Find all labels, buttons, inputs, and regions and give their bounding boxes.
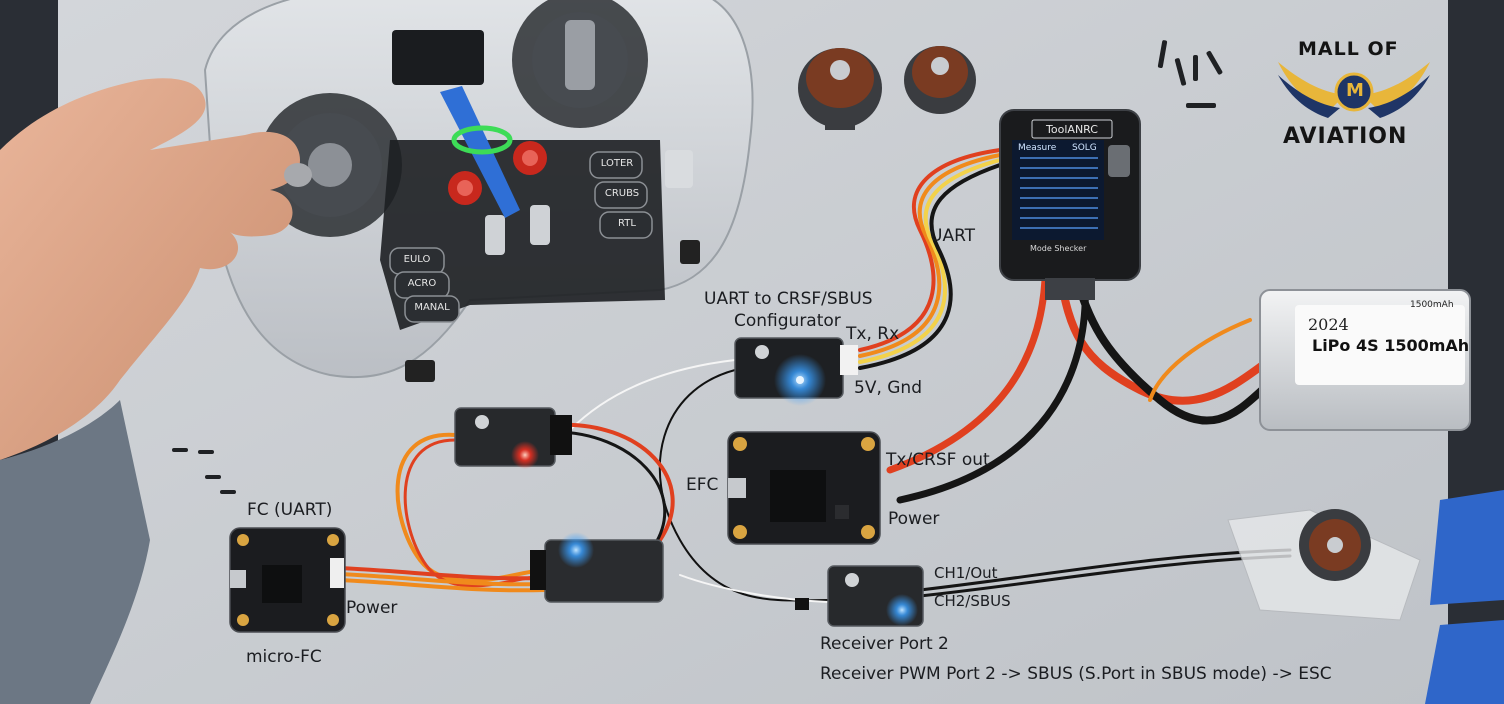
tx-button-eulo: EULO [403,254,431,265]
receiver-module-3 [530,532,664,603]
label-5v-gnd: 5V, Gnd [854,378,922,398]
radio-transmitter [203,0,754,382]
servo-tester-device [999,109,1141,300]
logo-line-2: AVIATION [1283,124,1408,149]
battery-name: LiPo 4S 1500mAh [1312,336,1470,355]
tx-button-acro: ACRO [407,278,437,289]
tester-menu-right: SOLG [1072,143,1097,153]
label-fc-uart: FC (UART) [247,500,333,520]
label-power-efc: Power [888,509,940,529]
hand [0,78,312,704]
label-tx-rx: Tx, Rx [846,324,900,344]
tester-brand: ToolANRC [1046,123,1098,136]
wiring [338,148,1292,603]
receiver-module-1 [454,407,572,469]
tester-menu-title: Measure [1018,143,1057,153]
label-configurator-line2: Configurator [734,311,841,331]
label-ch1-out: CH1/Out [934,564,998,582]
uart-configurator-module [734,337,858,406]
label-receiver-port-2: Receiver Port 2 [820,634,949,654]
label-ch2-sbus: CH2/SBUS [934,592,1011,610]
tx-button-rtl: RTL [618,218,636,229]
logo-line-1: MALL OF [1298,38,1399,60]
tx-button-loter: LOTER [600,158,634,169]
label-efc: EFC [686,475,719,495]
label-power-micro-fc: Power [346,598,398,618]
label-micro-fc: micro-FC [246,647,322,667]
motor-mount-bottom [1227,509,1421,621]
tx-button-crubs: CRUBS [604,188,640,199]
receiver-port-2-module [795,565,924,627]
battery-year: 2024 [1308,315,1349,334]
caption: Receiver PWM Port 2 -> SBUS (S.Port in S… [820,664,1332,684]
blue-servos [1425,490,1504,704]
lipo-battery [1259,289,1471,431]
micro-fc-board [229,527,346,633]
label-configurator-line1: UART to CRSF/SBUS [704,289,873,309]
label-tx-crsf-out: Tx/CRSF out [886,450,990,470]
mall-of-aviation-logo [1278,62,1430,118]
battery-capacity-tag: 1500mAh [1410,300,1454,310]
label-uart: UART [930,226,976,246]
efc-flight-controller [727,431,881,545]
screws [172,40,1223,494]
brushless-motors-top [798,46,976,130]
logo-emblem-letter: M [1346,80,1364,101]
tx-button-manal: MANAL [414,302,450,313]
tester-footer: Mode Shecker [1030,244,1087,253]
